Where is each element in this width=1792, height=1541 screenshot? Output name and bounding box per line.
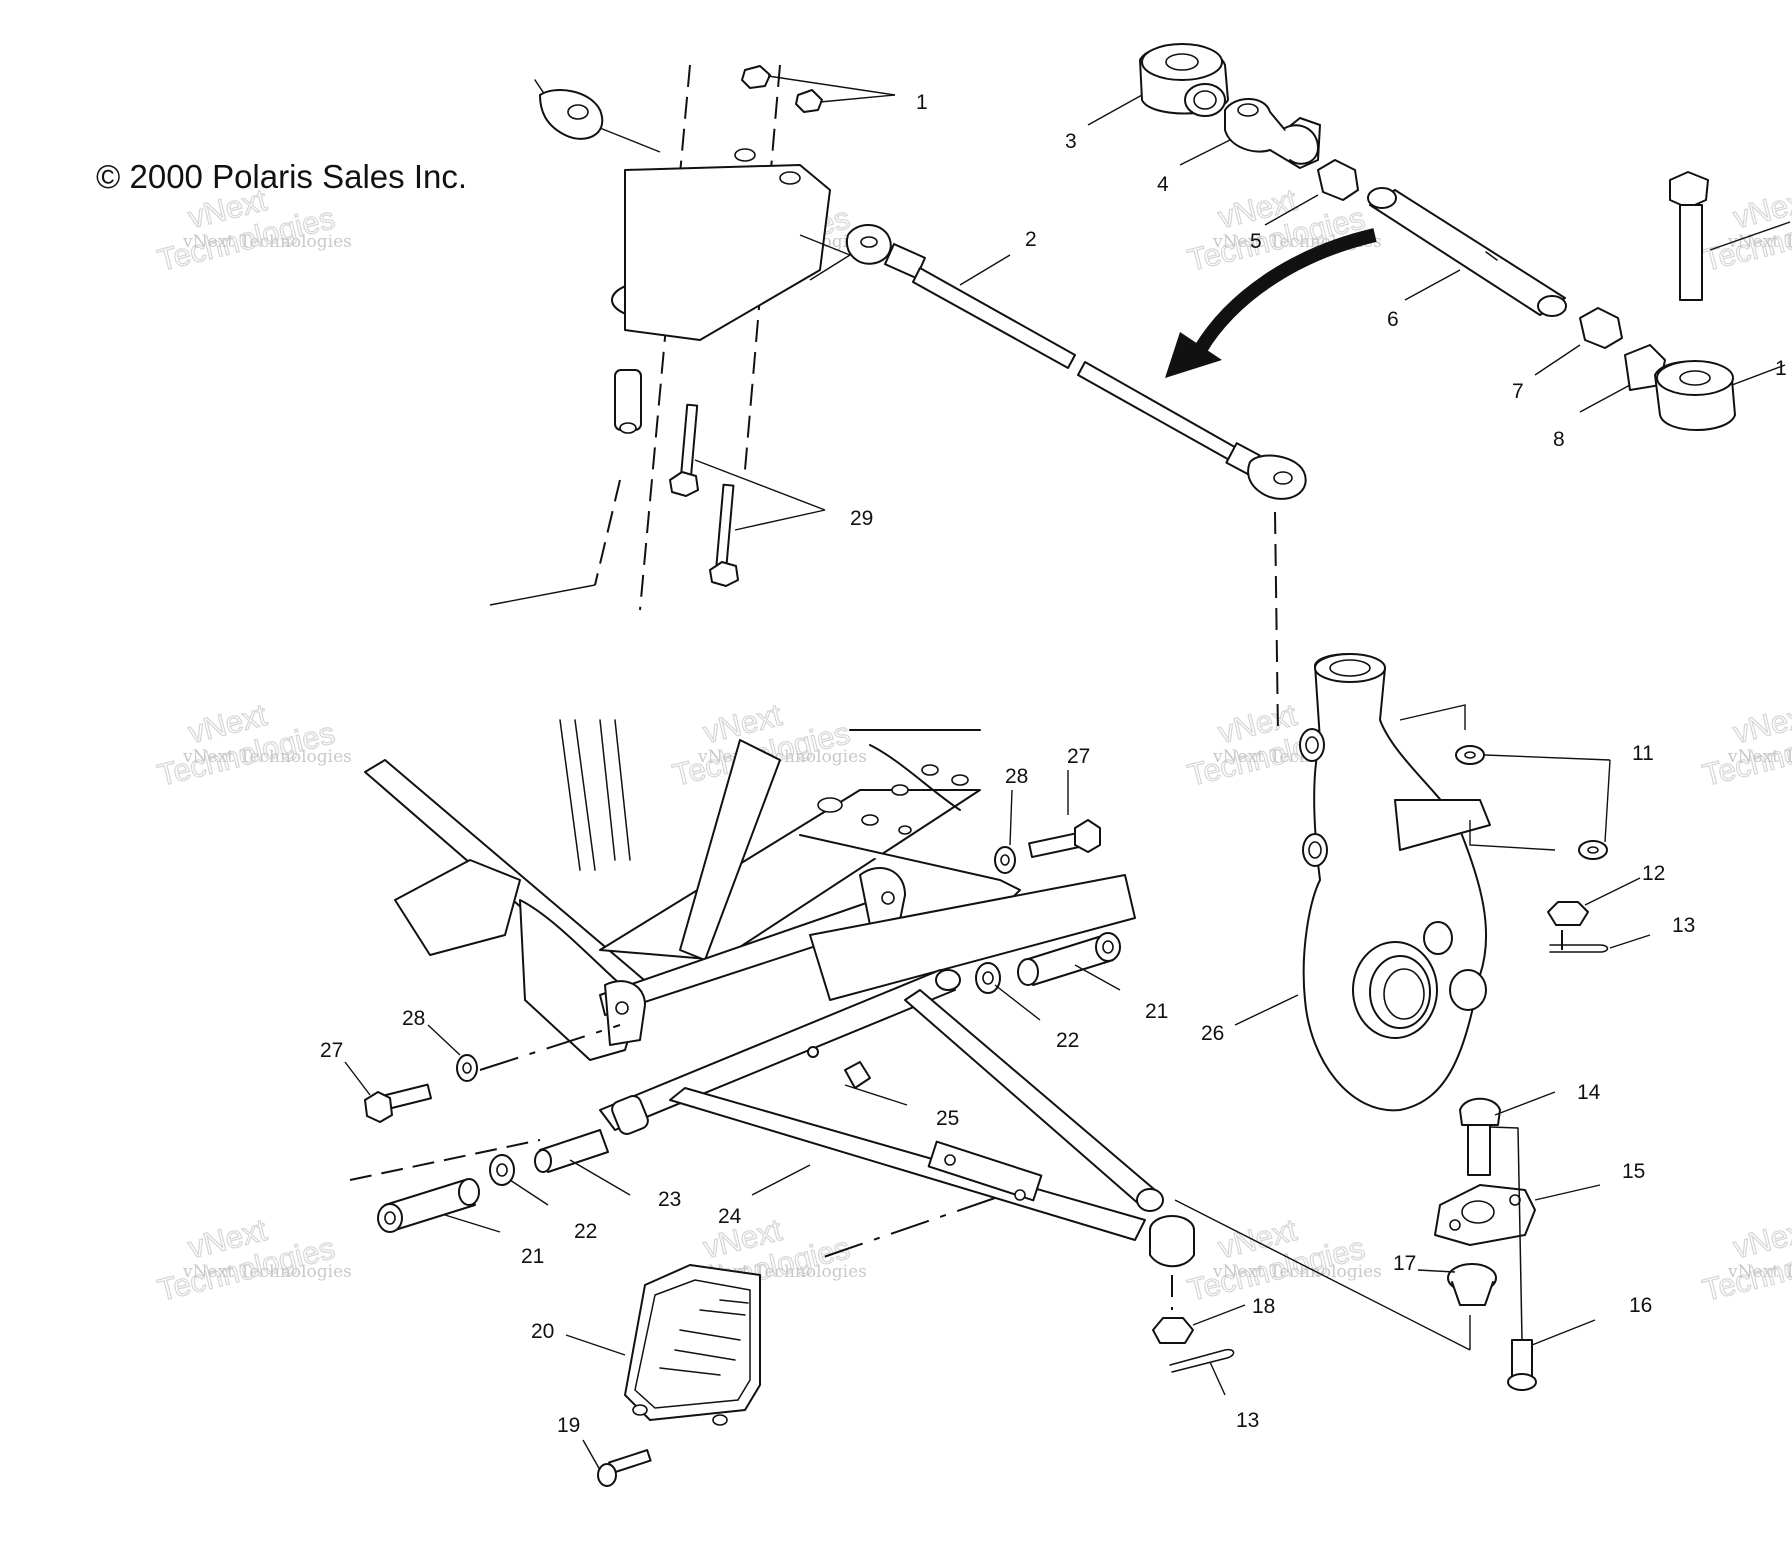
nut-5	[1264, 159, 1359, 226]
flange-bolt	[1669, 171, 1791, 301]
tie-rod-assembly	[799, 224, 1307, 500]
callout-label-8: 8	[1553, 428, 1565, 451]
copyright-text: © 2000 Polaris Sales Inc.	[96, 158, 467, 195]
callout-label-13: 13	[1236, 1409, 1259, 1432]
bushing-3	[1087, 43, 1229, 126]
callout-label-15: 15	[1622, 1160, 1645, 1183]
washer-22-upper	[975, 962, 1041, 1021]
watermark: vNext Technologies vNext Technologies	[1184, 1211, 1382, 1308]
callout-label-3: 3	[1065, 130, 1077, 153]
plate-15	[1434, 1184, 1601, 1246]
callout-label-19: 19	[557, 1414, 580, 1437]
watermark-small: vNext Technologies	[1727, 747, 1792, 767]
pivot-tube-6	[1367, 187, 1567, 317]
assembly-line	[1174, 1199, 1471, 1351]
callout-label-25: 25	[936, 1107, 959, 1130]
cotter-pin-13-lower	[1169, 1348, 1235, 1396]
bolt-27-lower	[344, 1061, 433, 1123]
watermark-small: vNext Technologies	[182, 1262, 352, 1282]
callout-label-26: 26	[1201, 1022, 1224, 1045]
cotter-pin-13-upper	[1549, 934, 1651, 953]
watermark: vNext Technologies vNext Technologies	[154, 1211, 352, 1308]
callout-label-21: 21	[521, 1245, 544, 1268]
tie-rod-end-left	[534, 79, 661, 153]
watermark: vNext Technologies vNext Technologies	[1699, 696, 1792, 793]
callout-labels: 1 2 3 4 5 6 7 8 1 29 11 12 13 27 28 21 2…	[320, 91, 1787, 1437]
bolt-16	[1507, 1127, 1596, 1391]
bushing-21-upper	[1017, 932, 1121, 991]
callout-label-22: 22	[574, 1220, 597, 1243]
callout-label-20: 20	[531, 1320, 554, 1343]
callout-label-27: 27	[1067, 745, 1090, 768]
bolt-27-upper	[1028, 770, 1101, 859]
frame-section	[364, 719, 1136, 1061]
nut-7	[1534, 307, 1623, 376]
callout-label-14: 14	[1577, 1081, 1601, 1104]
washer-22-lower	[489, 1154, 549, 1206]
callout-label-11: 11	[1632, 742, 1654, 765]
watermark-small: vNext Technologies	[1727, 1262, 1792, 1282]
callout-label-13: 13	[1672, 914, 1695, 937]
callout-label-1: 1	[916, 91, 928, 114]
callout-label-28: 28	[402, 1007, 425, 1030]
callout-label-18: 18	[1252, 1295, 1275, 1318]
washer-28-lower	[427, 1024, 621, 1082]
callout-label-17: 17	[1393, 1252, 1416, 1275]
watermark-small: vNext Technologies	[182, 747, 352, 767]
callout-label-1: 1	[1775, 357, 1787, 380]
ball-joint-4	[1179, 98, 1321, 169]
callout-label-27: 27	[320, 1039, 343, 1062]
watermark-small: vNext Technologies	[182, 232, 352, 252]
washer-11	[1455, 745, 1611, 860]
callout-label-4: 4	[1157, 173, 1169, 196]
bushing-21-lower	[377, 1178, 501, 1233]
callout-label-12: 12	[1642, 862, 1665, 885]
callout-label-28: 28	[1005, 765, 1028, 788]
ball-joint-8	[1579, 344, 1666, 413]
washer-28-upper	[994, 789, 1016, 874]
watermark-small: vNext Technologies	[1212, 1262, 1382, 1282]
bolt-14	[1459, 1091, 1556, 1176]
callout-label-16: 16	[1629, 1294, 1652, 1317]
callout-label-5: 5	[1250, 230, 1262, 253]
steering-post	[489, 64, 831, 611]
screw-19	[582, 1439, 652, 1487]
castle-nut-18	[1152, 1275, 1246, 1344]
callout-label-29: 29	[850, 507, 873, 530]
castle-nut-12	[1547, 877, 1641, 950]
callout-label-6: 6	[1387, 308, 1399, 331]
callout-label-22: 22	[1056, 1029, 1079, 1052]
bushing-1b	[1654, 360, 1786, 431]
callout-label-2: 2	[1025, 228, 1037, 251]
skid-plate	[565, 1264, 761, 1426]
ball-joint-17	[1417, 1263, 1497, 1306]
steering-knuckle	[1234, 653, 1556, 1112]
lower-control-arm	[349, 969, 1195, 1268]
callout-label-21: 21	[1145, 1000, 1168, 1023]
bushing-23	[534, 1129, 631, 1196]
assembly-line	[1274, 511, 1279, 736]
lock-nut	[741, 65, 896, 113]
assembly-arrow	[1165, 228, 1377, 378]
callout-label-24: 24	[718, 1205, 742, 1228]
bolts-29	[669, 403, 826, 587]
watermark: vNext Technologies vNext Technologies	[1699, 1211, 1792, 1308]
watermark: vNext Technologies vNext Technologies	[154, 696, 352, 793]
callout-label-7: 7	[1512, 380, 1524, 403]
watermark-small: vNext Technologies	[1727, 232, 1792, 252]
watermark-small: vNext Technologies	[697, 747, 867, 767]
callout-label-23: 23	[658, 1188, 681, 1211]
